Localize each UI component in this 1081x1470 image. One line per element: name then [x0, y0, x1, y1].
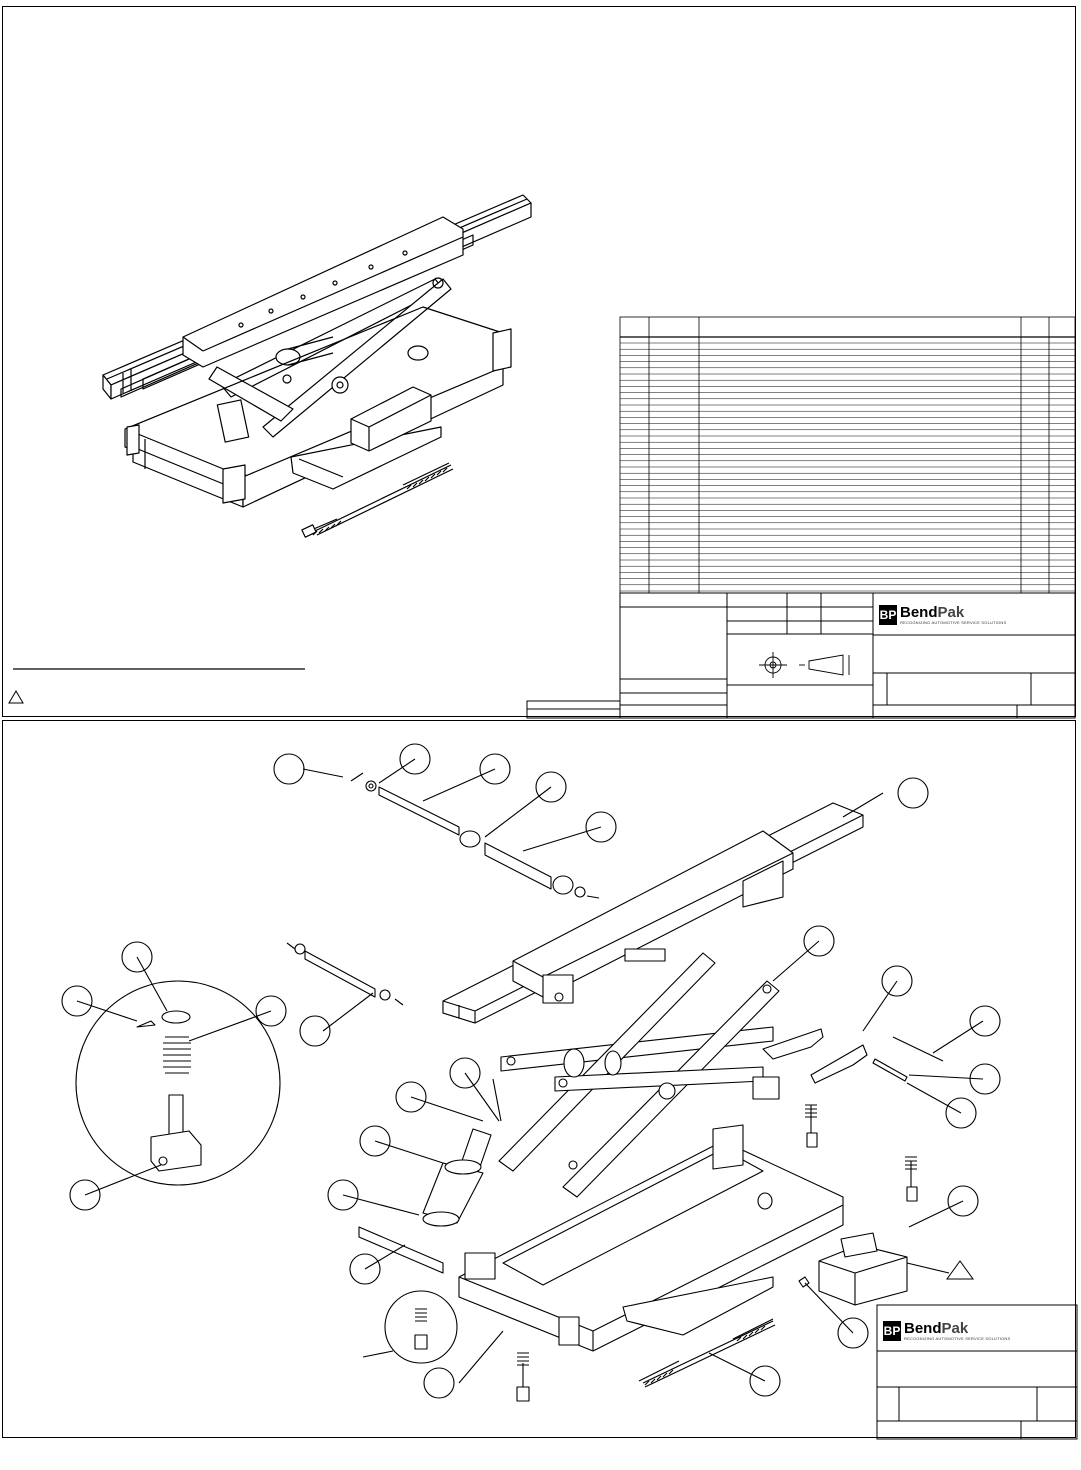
item-balloon [273, 753, 305, 785]
logo-name-light-bottom: Pak [941, 1320, 969, 1337]
item-balloon [969, 1063, 1001, 1095]
assembly-drawing-sheet: BP BendPak RECOGNIZING AUTOMOTIVE SERVIC… [2, 6, 1076, 719]
third-angle-projection-symbol [759, 652, 850, 678]
revision-triangle-icon-2 [946, 1260, 974, 1280]
bendpak-logo-mark: BP [879, 605, 897, 625]
revision-triangle-icon [8, 690, 24, 704]
item-balloon [969, 1005, 1001, 1037]
exploded-parts-illustration [61, 743, 1078, 1440]
item-balloon [897, 777, 929, 809]
assembled-jack-illustration [8, 194, 1076, 719]
item-balloon [423, 1367, 455, 1399]
logo-name-bold-bottom: Bend [904, 1320, 942, 1337]
logo-name-bold: Bend [900, 604, 938, 621]
bendpak-logo: BP BendPak RECOGNIZING AUTOMOTIVE SERVIC… [879, 605, 1006, 625]
bendpak-logo-bottom: BP BendPak RECOGNIZING AUTOMOTIVE SERVIC… [883, 1321, 1010, 1341]
item-balloon [299, 1015, 331, 1047]
exploded-view-sheet: BP BendPak RECOGNIZING AUTOMOTIVE SERVIC… [2, 720, 1078, 1440]
logo-tagline: RECOGNIZING AUTOMOTIVE SERVICE SOLUTIONS [900, 620, 1007, 625]
logo-tagline-bottom: RECOGNIZING AUTOMOTIVE SERVICE SOLUTIONS [904, 1336, 1011, 1341]
logo-name-light: Pak [937, 604, 965, 621]
bendpak-logo-mark-bottom: BP [883, 1321, 901, 1341]
